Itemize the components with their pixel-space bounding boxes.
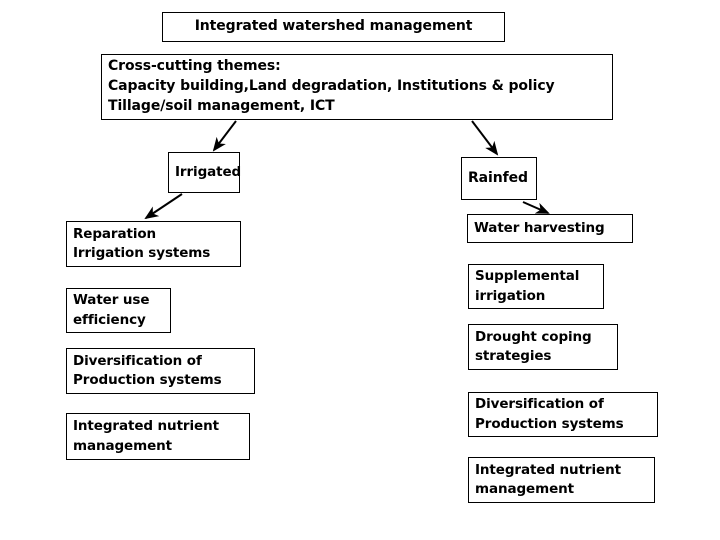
branch-box-irrigated-label: Irrigated bbox=[175, 163, 242, 180]
box-water-use-efficiency-label: Water use efficiency bbox=[73, 292, 150, 328]
arrow-rainfed-to-water-harvesting bbox=[522, 201, 550, 214]
box-diversification-of-production-systems-label: Diversification of Production systems bbox=[73, 352, 222, 388]
box-supplemental-irrigation-label: Supplemental irrigation bbox=[475, 268, 580, 304]
box-integrated-nutrient-management-label: Integrated nutrient management bbox=[73, 418, 219, 454]
box-diversification-of-production-systems: Diversification of Production systems bbox=[66, 348, 255, 394]
branch-box-irrigated: Irrigated bbox=[168, 152, 242, 193]
box-diversification-of-production-systems-rainfed: Diversification of Production systems bbox=[468, 392, 658, 437]
box-reparation-irrigation-systems-label: Reparation Irrigation systems bbox=[73, 225, 211, 261]
branch-box-rainfed: Rainfed bbox=[461, 157, 537, 200]
box-drought-coping-strategies: Drought coping strategies bbox=[468, 324, 618, 370]
branch-box-rainfed-label: Rainfed bbox=[468, 169, 528, 186]
box-reparation-irrigation-systems: Reparation Irrigation systems bbox=[66, 221, 241, 267]
cross-cutting-themes-box: Cross-cutting themes: Capacity building,… bbox=[101, 54, 613, 120]
title-box: Integrated watershed management bbox=[162, 12, 505, 42]
box-integrated-nutrient-management-rainfed-label: Integrated nutrient management bbox=[475, 461, 621, 497]
box-water-harvesting: Water harvesting bbox=[467, 214, 633, 243]
arrow-themes-to-rainfed bbox=[471, 120, 499, 156]
box-integrated-nutrient-management: Integrated nutrient management bbox=[66, 413, 250, 460]
arrow-irrigated-to-reparation bbox=[144, 193, 183, 220]
box-diversification-of-production-systems-rainfed-label: Diversification of Production systems bbox=[475, 396, 624, 432]
box-supplemental-irrigation: Supplemental irrigation bbox=[468, 264, 604, 309]
box-water-use-efficiency: Water use efficiency bbox=[66, 288, 171, 333]
arrow-themes-to-irrigated bbox=[212, 120, 237, 152]
box-drought-coping-strategies-label: Drought coping strategies bbox=[475, 328, 592, 364]
box-integrated-nutrient-management-rainfed: Integrated nutrient management bbox=[468, 457, 655, 503]
cross-cutting-themes-label: Cross-cutting themes: Capacity building,… bbox=[108, 58, 555, 114]
box-water-harvesting-label: Water harvesting bbox=[474, 219, 605, 236]
title-box-label: Integrated watershed management bbox=[194, 18, 473, 35]
